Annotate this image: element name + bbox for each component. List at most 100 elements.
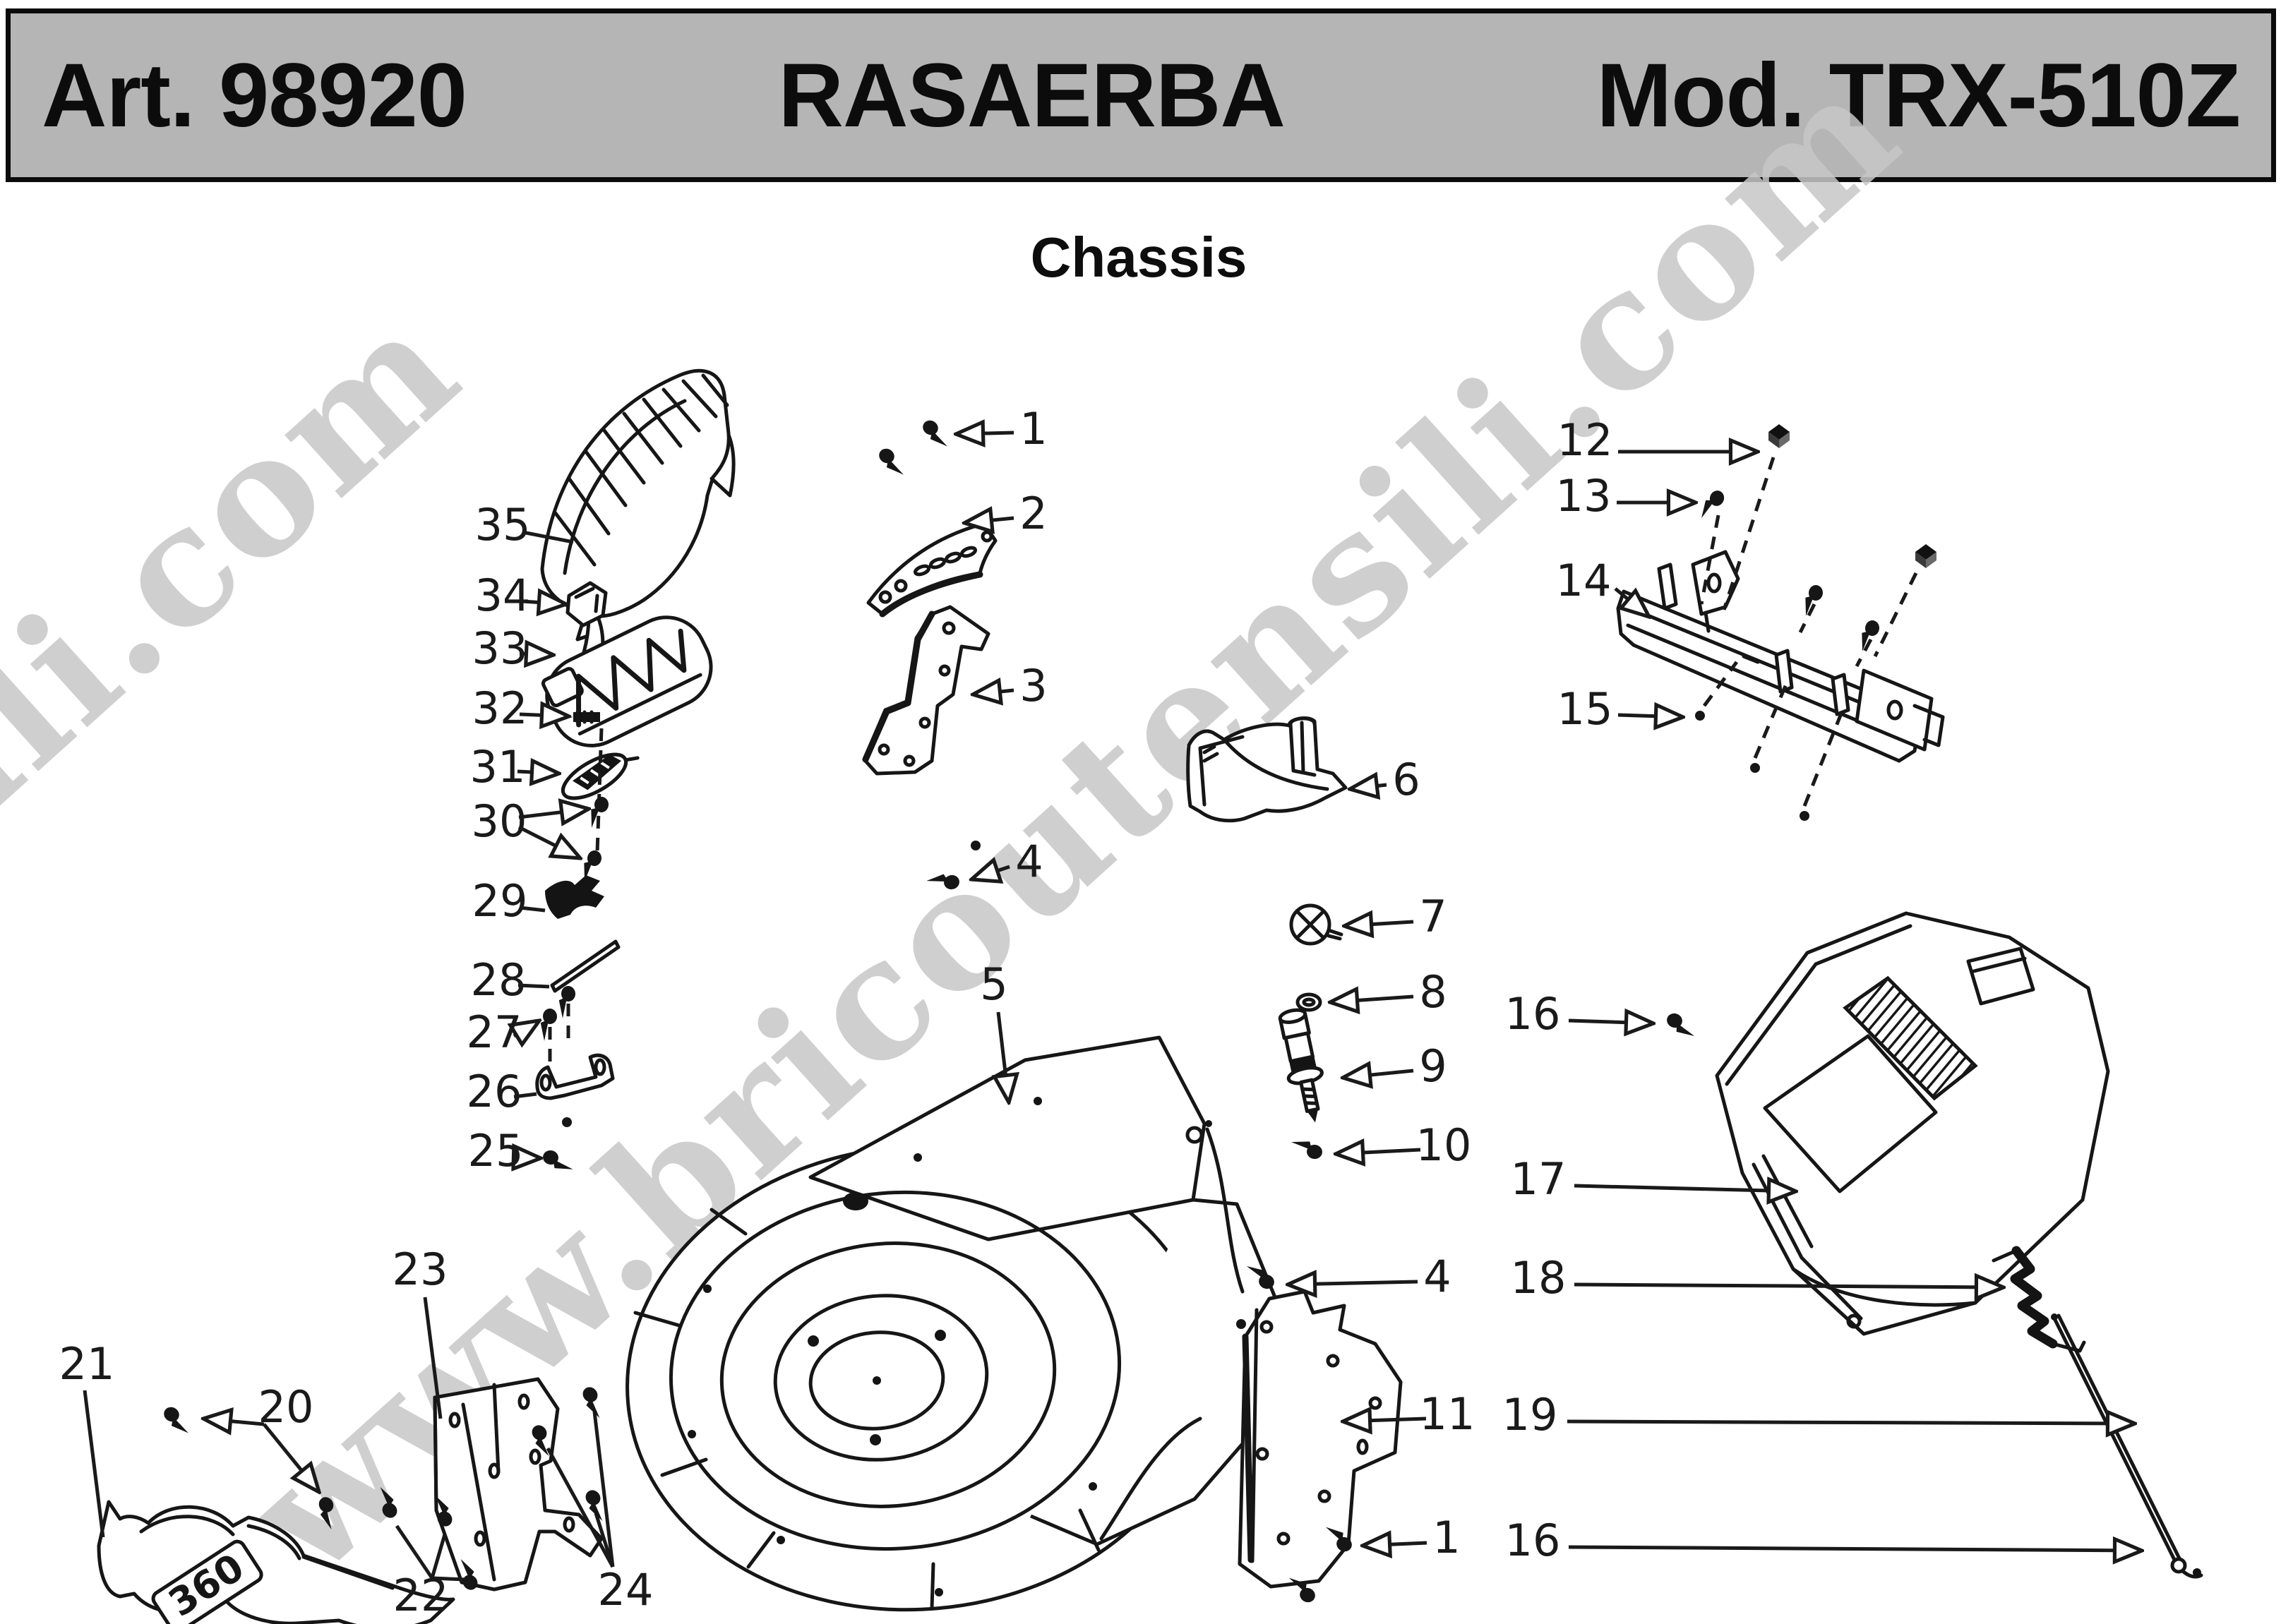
callout-30: 30 (471, 795, 527, 848)
leader-line-24 (594, 1512, 615, 1568)
leader-line-30 (518, 809, 589, 817)
callout-27: 27 (466, 1006, 522, 1059)
leader-line-32 (519, 714, 569, 716)
leader-line-7 (1344, 922, 1414, 926)
callout-9: 9 (1419, 1040, 1447, 1093)
callout-3: 3 (1019, 660, 1048, 712)
screw-fastener (1701, 491, 1725, 519)
dot-fastener (562, 1117, 572, 1127)
part-spring-18 (1992, 1246, 2086, 1353)
screw-fastener (435, 1495, 453, 1527)
callout-14: 14 (1555, 555, 1612, 607)
dot-fastener (1750, 763, 1760, 773)
leader-line-21 (83, 1390, 105, 1538)
part-support-bracket-23 (433, 1377, 604, 1592)
callout-11: 11 (1419, 1388, 1475, 1440)
leader-line-27 (514, 1021, 539, 1036)
part-bracket-29 (545, 875, 604, 919)
callout-26: 26 (466, 1066, 522, 1118)
part-sector-2 (866, 522, 998, 618)
leader-line-14 (1614, 587, 1649, 617)
dot-fastener (1800, 811, 1809, 821)
screw-fastener (1291, 1141, 1322, 1160)
leader-line-16 (1568, 1547, 2142, 1551)
assembly-axis-line (1722, 457, 1776, 610)
screw-fastener (591, 797, 609, 828)
callout-2: 2 (1019, 488, 1048, 540)
assembly-axis-line (1702, 661, 1739, 707)
assembly-axis-line (1699, 515, 1720, 605)
leader-line-22 (430, 1534, 447, 1579)
callout-5: 5 (980, 958, 1008, 1011)
callout-33: 33 (472, 622, 528, 675)
leader-line-20 (263, 1423, 319, 1492)
leader-line-29 (519, 906, 546, 913)
part-ubracket-26 (535, 1053, 615, 1100)
leader-line-8 (1330, 997, 1414, 1002)
screw-fastener (558, 986, 576, 1018)
leader-line-19 (1567, 1421, 2135, 1424)
screw-fastener (585, 1490, 603, 1522)
leader-line-11 (1343, 1419, 1427, 1421)
leader-line-31 (517, 771, 559, 774)
part-deck-5 (625, 1035, 1277, 1612)
leader-line-10 (1336, 1150, 1421, 1154)
leader-line-20 (203, 1419, 265, 1424)
screw-fastener (540, 1009, 558, 1041)
callout-20: 20 (258, 1381, 314, 1433)
leader-line-9 (1343, 1071, 1414, 1078)
callout-6: 6 (1392, 754, 1420, 806)
part-rod-19 (2051, 1313, 2182, 1565)
leader-line-22 (395, 1524, 434, 1580)
dot-fastener (1236, 1319, 1246, 1329)
leader-line-26 (513, 1092, 537, 1099)
screw-fastener (460, 1558, 478, 1590)
title-bar: Art. 98920 RASAERBA Mod. TRX-510Z (6, 8, 2276, 182)
screw-fastener (164, 1407, 188, 1433)
dot-fastener (971, 841, 981, 850)
part-grille-33 (541, 615, 713, 747)
screw-fastener (1288, 1577, 1315, 1603)
callout-19: 19 (1502, 1389, 1558, 1441)
leader-line-4 (1288, 1282, 1418, 1285)
part-rail-14 (1616, 550, 1945, 763)
callout-31: 31 (469, 741, 526, 793)
callout-23: 23 (392, 1244, 448, 1296)
leader-line-33 (519, 654, 553, 655)
callout-10: 10 (1415, 1119, 1472, 1172)
callout-25: 25 (467, 1125, 524, 1177)
callout-7: 7 (1419, 891, 1447, 943)
part-washer-8 (1295, 992, 1322, 1012)
screw-fastener (543, 1150, 573, 1169)
callout-4: 4 (1423, 1251, 1451, 1303)
assembly-axis-line (1753, 677, 1791, 759)
leader-line-30 (517, 825, 580, 858)
screw-fastener (879, 448, 904, 475)
part-bolt-9 (1278, 1008, 1324, 1123)
assembly-axis-line (1855, 638, 1873, 668)
callout-16: 16 (1504, 988, 1561, 1040)
leader-line-1 (1363, 1543, 1427, 1546)
leader-line-35 (522, 530, 574, 544)
screw-fastener (318, 1497, 334, 1529)
leader-line-16 (1568, 1021, 1653, 1023)
leader-line-25 (515, 1157, 541, 1158)
part-bracket-6 (1186, 716, 1348, 823)
assembly-axis-line (1798, 603, 1816, 634)
part-plate-11 (1238, 1289, 1403, 1589)
leader-line-4 (971, 867, 1010, 879)
part-bumper-21: 360 (97, 1500, 455, 1624)
leader-line-24 (592, 1411, 615, 1568)
callout-15: 15 (1557, 683, 1613, 735)
leader-line-22 (431, 1576, 467, 1582)
part-cover-17 (1715, 911, 2110, 1336)
callout-35: 35 (474, 499, 531, 551)
callout-1: 1 (1432, 1512, 1461, 1564)
part-plate-3 (862, 605, 990, 776)
part-rod-28 (550, 939, 621, 993)
callout-29: 29 (472, 875, 528, 927)
callout-13: 13 (1555, 470, 1612, 522)
part-knob-7 (1289, 903, 1343, 946)
leader-line-3 (973, 690, 1014, 694)
